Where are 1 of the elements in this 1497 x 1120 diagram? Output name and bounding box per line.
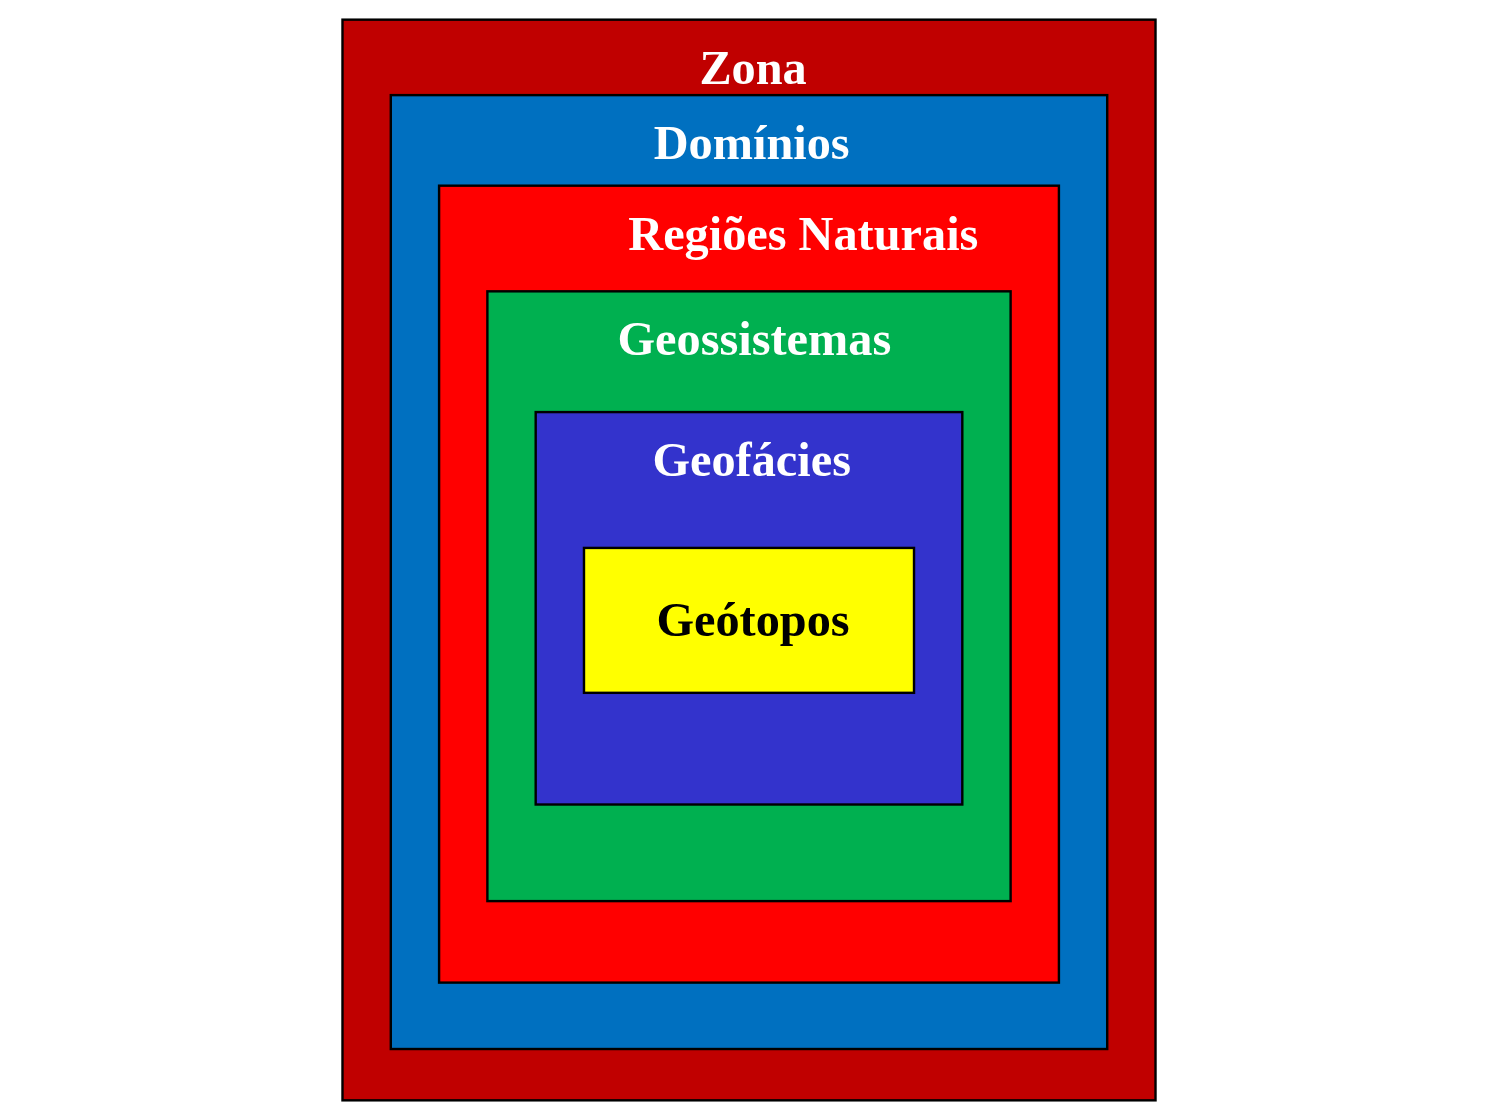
node-box: Geótopos [582, 546, 915, 695]
